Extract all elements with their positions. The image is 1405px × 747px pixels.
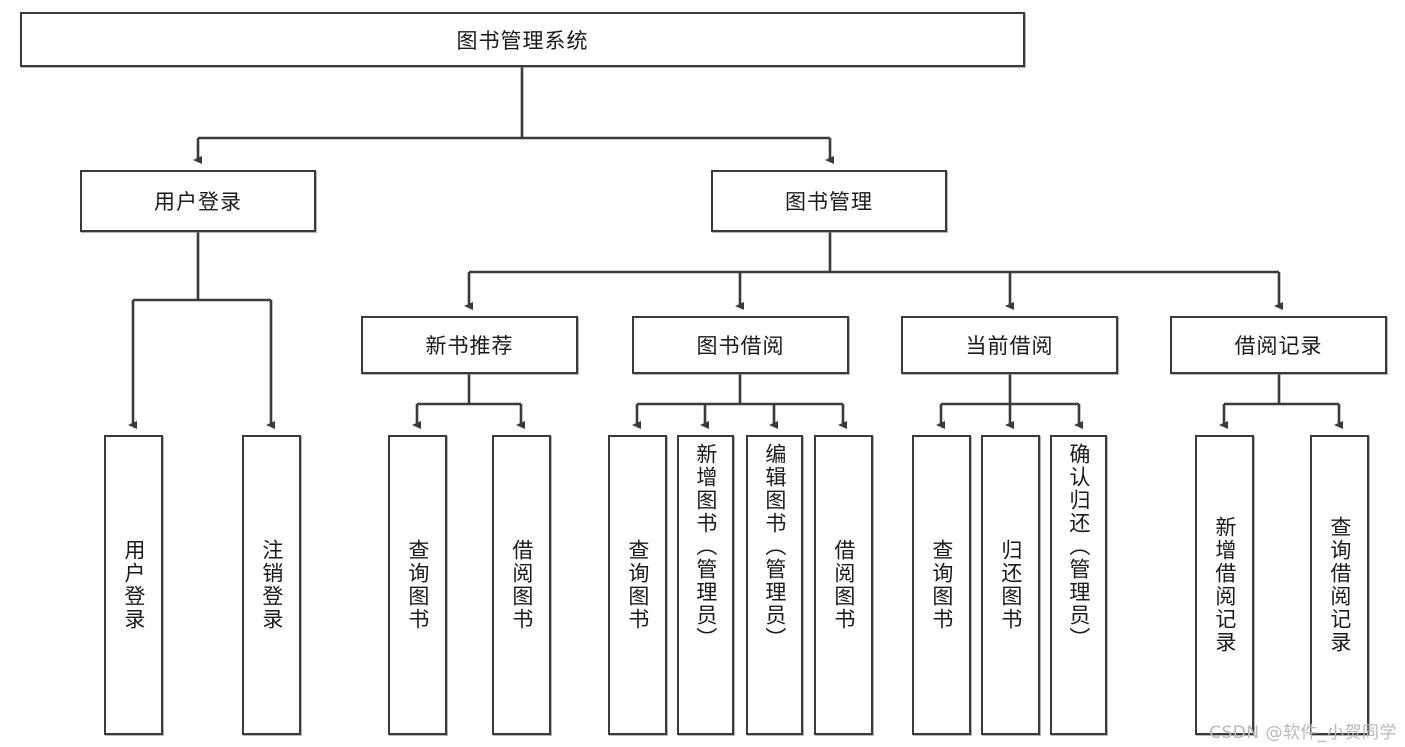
leaf-borrow-query-book[interactable]: 查询图书 [608,435,667,735]
leaf-records-query-record[interactable]: 查询借阅记录 [1310,435,1369,735]
node-label: 查询借阅记录 [1327,516,1352,654]
node-label: 查询图书 [929,539,954,631]
leaf-current-query-book[interactable]: 查询图书 [912,435,971,735]
node-label: 图书管理系统 [456,28,589,53]
leaf-records-add-record[interactable]: 新增借阅记录 [1195,435,1254,735]
leaf-borrow-add-book-admin[interactable]: 新增图书（管理员） [677,435,734,735]
leaf-current-return-book[interactable]: 归还图书 [981,435,1040,735]
leaf-user-login-logout[interactable]: 注销登录 [242,435,301,735]
node-label: 图书管理 [785,190,873,214]
node-label: 借阅图书 [509,539,534,631]
node-book-management[interactable]: 图书管理 [711,170,947,232]
node-label: 查询图书 [405,539,430,631]
node-new-book-recommend[interactable]: 新书推荐 [361,316,578,374]
leaf-borrow-edit-book-admin[interactable]: 编辑图书（管理员） [746,435,803,735]
node-user-login[interactable]: 用户登录 [80,170,316,232]
node-label: 编辑图书（管理员） [762,443,787,650]
node-label: 当前借阅 [965,334,1054,358]
node-label: 借阅记录 [1234,334,1323,358]
node-label: 借阅图书 [831,539,856,631]
node-borrow-records[interactable]: 借阅记录 [1170,316,1387,374]
node-book-borrow[interactable]: 图书借阅 [632,316,849,374]
node-root-book-management-system[interactable]: 图书管理系统 [20,12,1025,67]
csdn-watermark: CSDN @软件_小贺同学 [1209,723,1397,743]
leaf-user-login-login[interactable]: 用户登录 [104,435,163,735]
leaf-borrow-borrow-book[interactable]: 借阅图书 [814,435,873,735]
node-label: 查询图书 [625,539,650,631]
node-label: 新增图书（管理员） [693,443,718,650]
node-label: 用户登录 [154,190,242,214]
node-current-borrow[interactable]: 当前借阅 [901,316,1118,374]
node-label: 确认归还（管理员） [1066,443,1091,650]
node-label: 新增借阅记录 [1212,516,1237,654]
leaf-current-confirm-return-admin[interactable]: 确认归还（管理员） [1050,435,1107,735]
node-label: 归还图书 [998,539,1023,631]
leaf-new-book-query[interactable]: 查询图书 [388,435,447,735]
node-label: 注销登录 [259,539,284,631]
node-label: 用户登录 [121,539,146,631]
leaf-new-book-borrow[interactable]: 借阅图书 [492,435,551,735]
node-label: 图书借阅 [696,334,785,358]
node-label: 新书推荐 [425,334,514,358]
